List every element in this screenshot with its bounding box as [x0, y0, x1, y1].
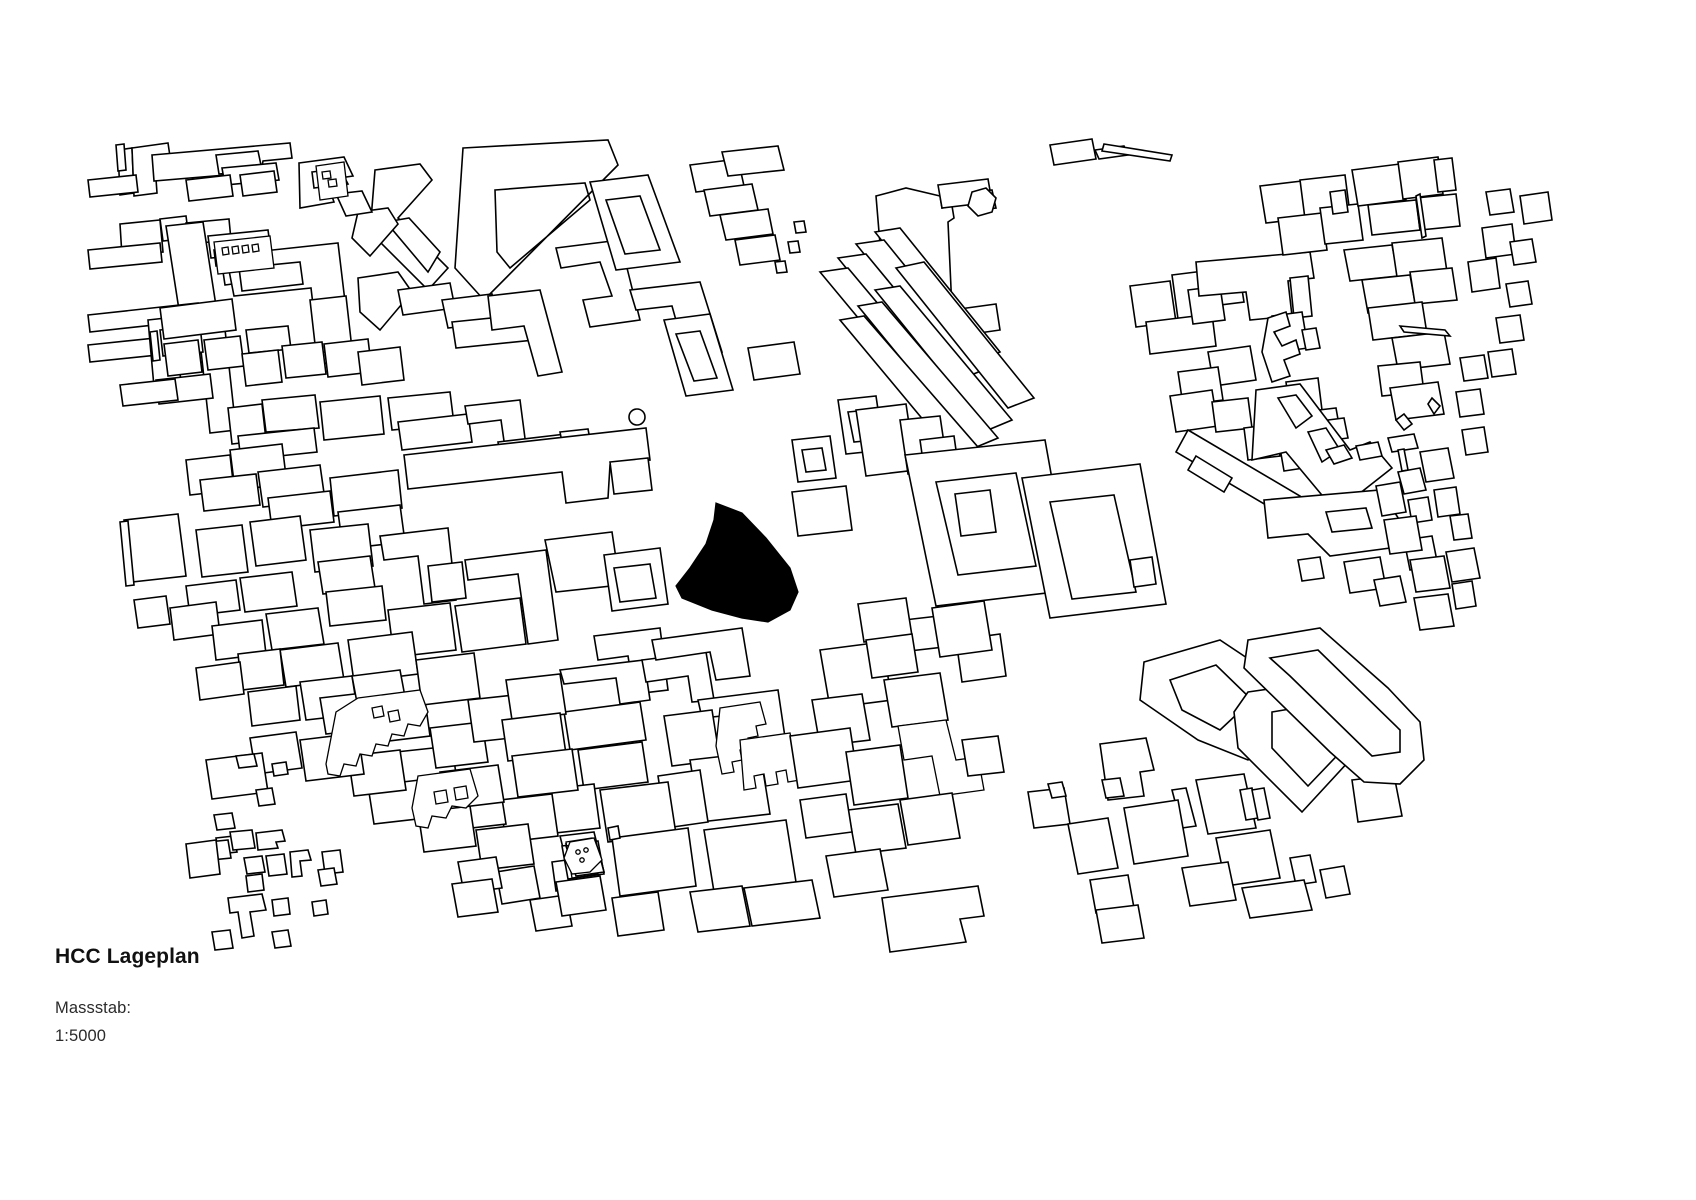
block-group-northeast	[1130, 157, 1460, 396]
block-group-allotments	[186, 754, 343, 950]
block-group-misc-details	[116, 144, 1552, 876]
block-group-nw-rows	[88, 162, 404, 386]
block-group-south-east	[716, 601, 1006, 952]
block-group-rail-halls	[820, 139, 1172, 464]
block-group-west	[120, 379, 668, 726]
block-group-east-south	[1176, 384, 1438, 606]
block-group-south-rows	[206, 670, 664, 936]
scale-value: 1:5000	[55, 1027, 107, 1046]
block-group-north-center	[299, 140, 806, 425]
page-title: HCC Lageplan	[55, 945, 200, 968]
block-group-central-blocks	[792, 396, 1166, 651]
site-plan-svg	[87, 138, 1553, 953]
scale-label: Massstab:	[55, 999, 132, 1018]
hcc-site-plot[interactable]	[675, 502, 799, 623]
site-plan-map[interactable]	[0, 0, 1696, 1010]
plan-legend: HCC Lageplan Massstab: 1:5000	[55, 945, 615, 1051]
block-group-right-blocks	[1028, 628, 1424, 943]
